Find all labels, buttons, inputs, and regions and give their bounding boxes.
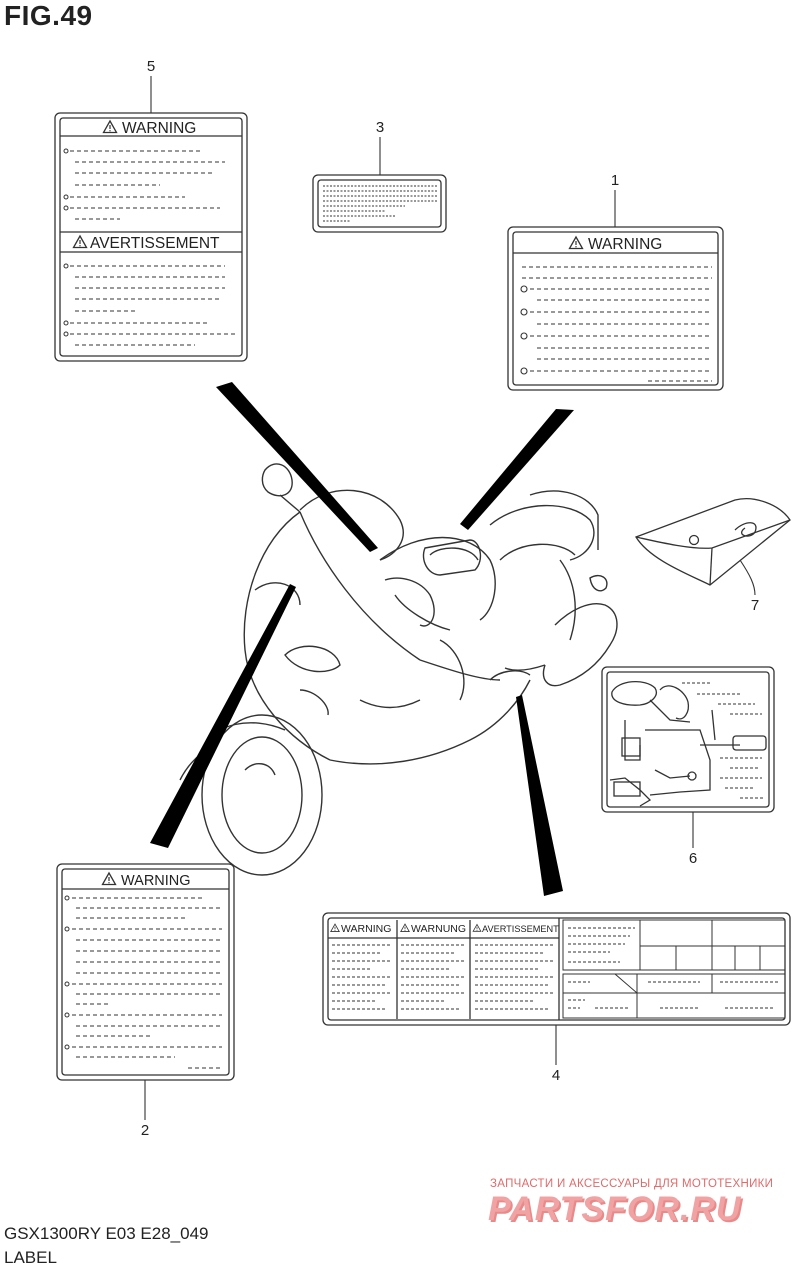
warning-triangle-icon (101, 872, 117, 886)
motorcycle-outline (179, 463, 618, 876)
label-2[interactable] (56, 863, 235, 1081)
warning-triangle-icon (72, 235, 88, 249)
warning-triangle-icon (102, 120, 118, 134)
figure-title: FIG.49 (4, 0, 93, 31)
warning-triangle-icon (472, 924, 482, 932)
watermark-logo: PARTSFOR.RU (488, 1190, 742, 1228)
label-4-warnung-title: WARNUNG (411, 923, 466, 935)
section-name: LABEL (4, 1248, 57, 1267)
label-4-avertissement-title: AVERTISSEMENT (482, 924, 559, 934)
watermark-tagline: ЗАПЧАСТИ И АКСЕССУАРЫ ДЛЯ МОТОТЕХНИКИ (490, 1178, 774, 1190)
callout-6[interactable]: 6 (689, 850, 697, 867)
label-1[interactable] (507, 226, 724, 391)
label-6[interactable] (601, 666, 775, 813)
label-2-warning-title: WARNING (121, 873, 191, 889)
label-5-warning-title: WARNING (122, 120, 196, 137)
warning-headers: WARNING AVERTISSEMENT WARNING WARNING WA… (72, 120, 662, 935)
callout-2[interactable]: 2 (141, 1122, 149, 1139)
callout-3[interactable]: 3 (376, 119, 384, 136)
label-5[interactable] (54, 112, 248, 362)
label-4-warning-title: WARNING (341, 923, 391, 935)
warning-triangle-icon (330, 923, 340, 932)
label-3[interactable] (312, 174, 447, 233)
model-code: GSX1300RY E03 E28_049 (4, 1224, 209, 1243)
label-1-warning-title: WARNING (588, 236, 662, 253)
pouch-7[interactable] (635, 498, 791, 586)
callout-7[interactable]: 7 (751, 597, 759, 614)
callout-numbers: 1 2 3 4 5 6 7 (141, 58, 759, 1139)
callout-5[interactable]: 5 (147, 58, 155, 75)
callout-4[interactable]: 4 (552, 1067, 560, 1084)
label-5-avertissement-title: AVERTISSEMENT (90, 235, 220, 252)
callout-1[interactable]: 1 (611, 172, 619, 189)
pointer-wedges (150, 382, 574, 896)
leader-lines (144, 76, 756, 1120)
warning-triangle-icon (568, 236, 584, 250)
warning-triangle-icon (400, 923, 410, 932)
